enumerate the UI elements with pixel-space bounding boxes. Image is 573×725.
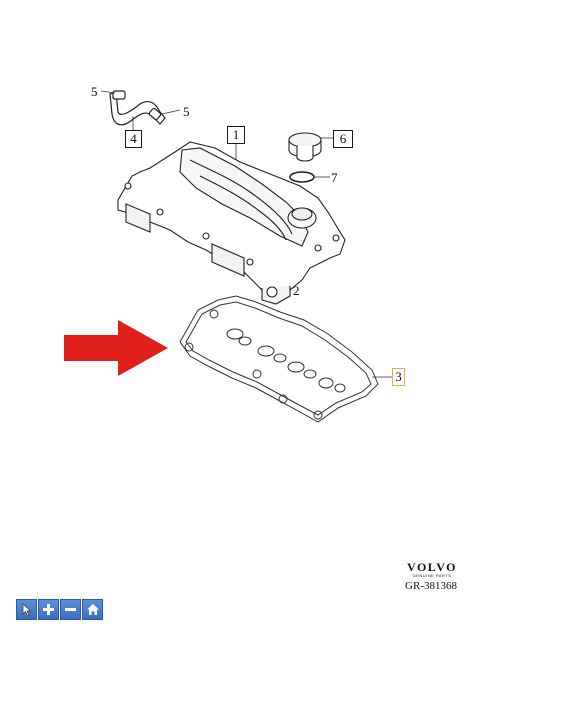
zoom-out-icon	[65, 608, 76, 611]
document-code: GR-381368	[405, 580, 457, 592]
oil-filler-cap	[288, 132, 322, 162]
breather-hose	[109, 90, 166, 126]
home-icon	[86, 604, 99, 615]
callout-1: 1	[227, 126, 245, 144]
zoom-toolbar	[16, 599, 103, 620]
callout-6: 6	[333, 130, 353, 148]
valve-cover-gasket	[179, 295, 379, 423]
callout-3[interactable]: 3	[392, 368, 405, 386]
valve-cover	[117, 141, 346, 305]
callout-4: 4	[125, 130, 142, 148]
home-button[interactable]	[82, 599, 103, 620]
callout-7: 7	[331, 170, 338, 185]
volvo-logo: VOLVO GENUINE PARTS	[402, 561, 462, 579]
zoom-in-button[interactable]	[38, 599, 59, 620]
zoom-in-icon	[43, 604, 54, 615]
o-ring	[289, 171, 315, 183]
zoom-out-button[interactable]	[60, 599, 81, 620]
brand-name: VOLVO	[407, 560, 457, 574]
pointer-button[interactable]	[16, 599, 37, 620]
callout-2: 2	[293, 283, 300, 298]
callout-5-upper-left: 5	[91, 84, 98, 99]
pointer-icon	[22, 602, 32, 616]
callout-5-right: 5	[183, 104, 190, 119]
red-arrow-icon	[64, 320, 168, 376]
brand-subtitle: GENUINE PARTS	[412, 573, 452, 578]
